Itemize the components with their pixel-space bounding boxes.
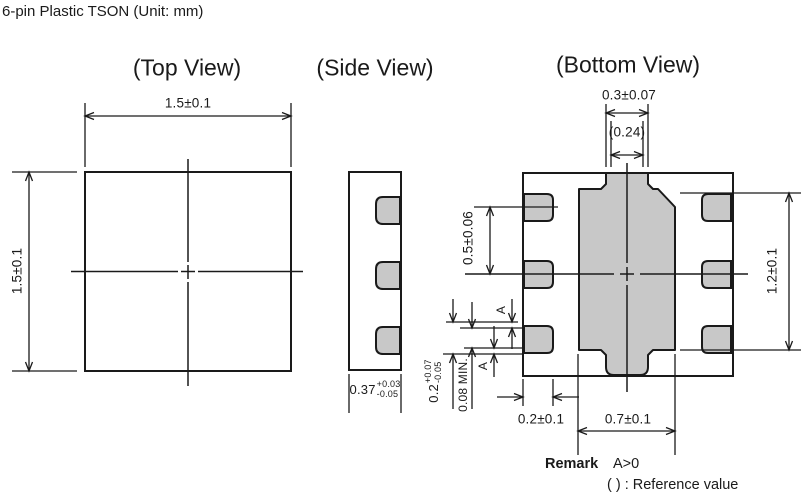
reference-note: ( ) : Reference value	[607, 477, 739, 493]
arrow-up-icon	[784, 191, 794, 203]
thickness-value: 0.37	[349, 382, 376, 398]
arrow-up-icon	[448, 352, 458, 364]
arrow-down-icon	[507, 312, 517, 324]
dim-label-terminal-width-ref: (0.24)	[608, 124, 646, 140]
terminal-height-tolerance: +0.07 -0.05	[423, 359, 443, 384]
dim-label-terminal-height: 0.2 +0.07 -0.05	[423, 359, 444, 403]
arrow-right-icon	[281, 111, 293, 121]
dim-top-view-width	[83, 103, 293, 167]
dim-label-top-width: 1.5±0.1	[164, 95, 212, 111]
side-terminal-2	[375, 261, 401, 290]
dim-label-terminal-pitch: 0.5±0.06	[460, 210, 476, 266]
remark-value: A>0	[613, 456, 640, 472]
arrow-left-icon	[604, 108, 616, 118]
arrow-up-icon	[467, 346, 477, 358]
terminal-right-3	[701, 325, 732, 354]
top-view-center-cross	[181, 265, 195, 279]
arrow-right-icon	[665, 426, 677, 436]
top-view-label: (Top View)	[132, 54, 242, 81]
dim-terminal-length	[497, 379, 579, 406]
dim-label-min: 0.08 MIN.	[456, 358, 470, 412]
arrow-down-icon	[467, 318, 477, 330]
arrow-down-icon	[485, 264, 495, 276]
arrow-up-icon	[24, 170, 34, 182]
side-terminal-3	[375, 326, 401, 355]
arrow-left-icon	[609, 150, 621, 160]
arrow-up-icon	[489, 352, 499, 364]
side-terminal-1	[375, 196, 401, 225]
drawing-title: 6-pin Plastic TSON (Unit: mm)	[2, 3, 204, 20]
dim-terminal-row-span	[680, 191, 801, 352]
arrow-up-icon	[507, 326, 517, 338]
thickness-tolerance: +0.03 -0.05	[376, 379, 401, 399]
arrow-down-icon	[24, 361, 34, 373]
dim-terminal-pitch	[474, 205, 558, 276]
dim-exposed-pad-width	[576, 354, 677, 455]
arrow-right-icon	[633, 150, 645, 160]
dim-side-view-thickness	[348, 374, 402, 413]
bottom-view-label: (Bottom View)	[555, 51, 701, 78]
terminal-right-1	[701, 193, 732, 222]
arrow-down-icon	[448, 312, 458, 324]
side-view-terminals	[375, 196, 401, 355]
dim-label-terminal-row-span: 1.2±0.1	[764, 247, 780, 295]
terminal-height-value: 0.2	[426, 384, 442, 403]
arrow-down-icon	[489, 338, 499, 350]
dim-label-top-height: 1.5±0.1	[9, 247, 25, 295]
arrow-up-icon	[485, 205, 495, 217]
dim-label-exposed-pad-width: 0.7±0.1	[604, 411, 652, 427]
arrow-down-icon	[784, 340, 794, 352]
arrow-right-icon	[513, 392, 525, 402]
bottom-view-center-cross	[620, 267, 634, 281]
dim-terminal-width	[604, 104, 650, 167]
dim-terminal-width-ref	[609, 121, 645, 167]
side-view-label: (Side View)	[316, 54, 434, 81]
bottom-view-centerlines	[465, 163, 748, 392]
arrow-left-icon	[576, 426, 588, 436]
arrow-left-icon	[551, 392, 563, 402]
centerlines	[71, 159, 748, 392]
dim-top-view-height	[12, 170, 77, 373]
top-view-centerlines	[71, 159, 303, 386]
remark-label: Remark	[545, 456, 599, 472]
arrow-left-icon	[83, 111, 95, 121]
dim-label-thickness: 0.37 +0.03 -0.05	[349, 379, 401, 400]
dim-terminal-edge-detail	[443, 299, 524, 409]
dim-label-offset-a-bottom: A	[476, 361, 490, 371]
dim-label-terminal-width: 0.3±0.07	[601, 87, 657, 103]
dim-label-offset-a-top: A	[494, 305, 508, 315]
terminal-left-3	[523, 325, 554, 354]
dim-label-terminal-length: 0.2±0.1	[517, 411, 565, 427]
arrow-right-icon	[638, 108, 650, 118]
